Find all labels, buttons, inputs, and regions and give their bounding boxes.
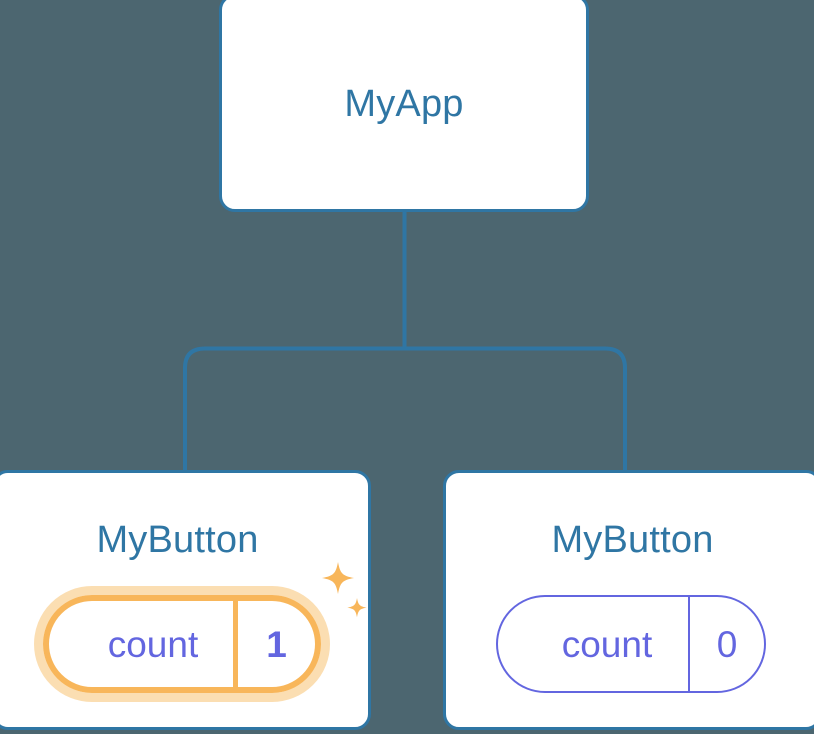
state-pill-right-key: count [561, 623, 653, 665]
node-mybutton-left[interactable]: MyButton count 1 [0, 470, 371, 730]
node-myapp[interactable]: MyApp [219, 0, 589, 212]
edge-root-to-left [183, 346, 405, 472]
node-myapp-label: MyApp [344, 83, 464, 125]
node-mybutton-right-label: MyButton [551, 519, 714, 561]
node-mybutton-left-label: MyButton [96, 519, 259, 561]
edge-root-to-right [404, 346, 627, 472]
state-pill-right-value: 0 [688, 597, 764, 691]
state-pill-left-value: 1 [233, 601, 315, 687]
state-pill-right-body[interactable]: count 0 [496, 595, 766, 693]
state-pill-left-key: count [107, 623, 199, 665]
state-pill-left-body[interactable]: count 1 [43, 595, 321, 693]
state-pill-right[interactable]: count 0 [496, 595, 766, 693]
state-pill-left[interactable]: count 1 [34, 586, 330, 702]
node-mybutton-right[interactable]: MyButton count 0 [443, 470, 814, 730]
state-pill-left-glow [34, 586, 330, 702]
